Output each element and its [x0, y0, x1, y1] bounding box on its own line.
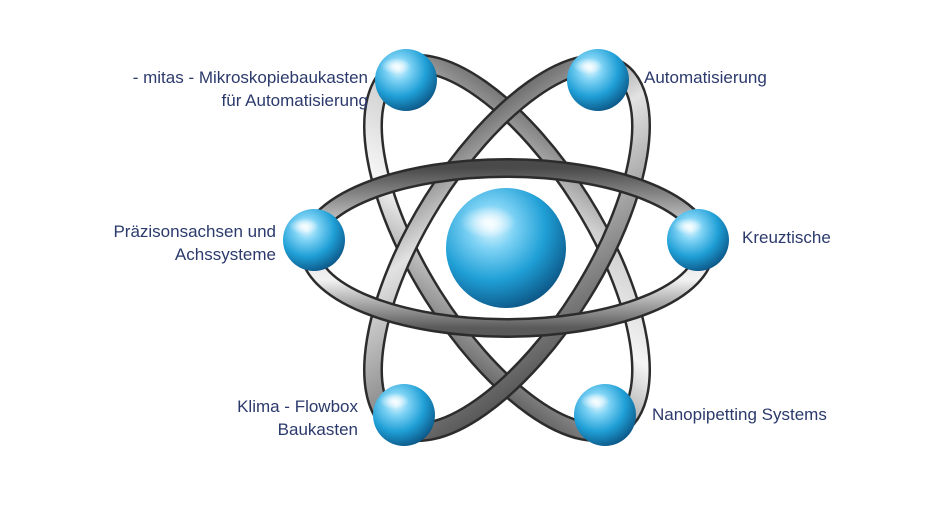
label-praezisionsachsen-line-1: Präzisonsachsen und	[113, 222, 276, 241]
label-kreuztische-line-1: Kreuztische	[742, 228, 831, 247]
label-klima-flowbox[interactable]: Klima - Flowbox Baukasten	[237, 395, 358, 441]
label-kreuztische[interactable]: Kreuztische	[742, 226, 831, 249]
label-klima-flowbox-line-2: Baukasten	[277, 420, 358, 439]
electron-sphere-mitas[interactable]	[375, 49, 437, 111]
electron-sphere-nanopipetting[interactable]	[574, 384, 636, 446]
electron-sphere-klima-flowbox[interactable]	[373, 384, 435, 446]
label-praezisionsachsen[interactable]: Präzisonsachsen und Achssysteme	[113, 220, 276, 266]
label-mitas-line-2: für Automatisierung	[221, 91, 368, 110]
label-klima-flowbox-line-1: Klima - Flowbox	[237, 397, 358, 416]
electron-sphere-automatisierung[interactable]	[567, 49, 629, 111]
label-nanopipetting-line-1: Nanopipetting Systems	[652, 405, 827, 424]
label-mitas[interactable]: - mitas - Mikroskopiebaukasten für Autom…	[133, 66, 368, 112]
electron-sphere-praezisionsachsen[interactable]	[283, 209, 345, 271]
label-praezisionsachsen-line-2: Achssysteme	[174, 245, 276, 264]
label-mitas-line-1: - mitas - Mikroskopiebaukasten	[132, 68, 368, 87]
electron-sphere-kreuztische[interactable]	[667, 209, 729, 271]
label-automatisierung[interactable]: Automatisierung	[644, 66, 767, 89]
label-nanopipetting[interactable]: Nanopipetting Systems	[652, 403, 827, 426]
nucleus-sphere	[446, 188, 566, 308]
label-automatisierung-line-1: Automatisierung	[644, 68, 767, 87]
